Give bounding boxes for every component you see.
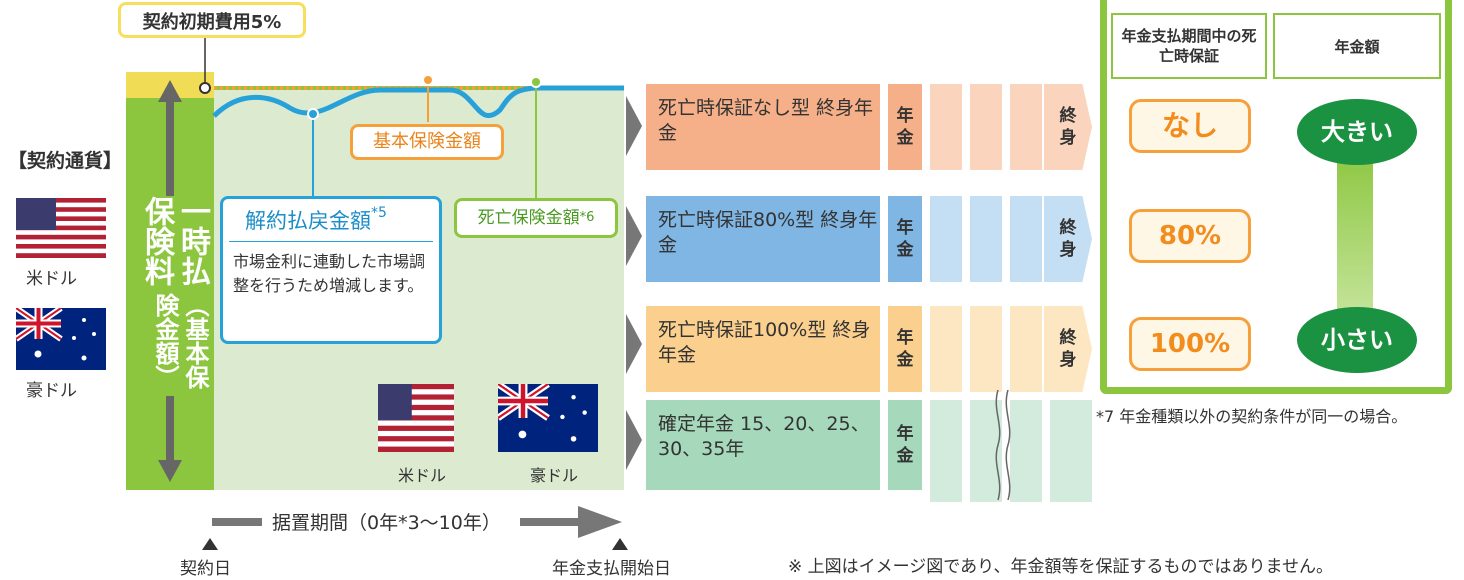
surrender-box: 解約払戻金額*5 市場金利に連動した市場調整を行うため増減します。 [220,196,442,344]
surrender-note: *5 [371,205,387,221]
lifetime-label: 終身 [1059,106,1077,148]
aud-label: 豪ドル [530,466,579,485]
payment-period-block [1010,84,1042,170]
au-flag-icon [16,308,106,370]
amount-large: 大きい [1297,99,1417,165]
payment-period-block [930,306,962,392]
guarantee-column-header: 年金支払期間中の死亡時保証 [1111,13,1267,79]
guarantee-80: 80% [1129,209,1251,263]
premium-sub-label: （基本保険金額） [151,292,209,389]
annuity-type-label: 死亡時保証なし型 終身年金 [646,84,880,170]
annuity-row: 死亡時保証なし型 終身年金年金 終身 [646,84,1092,170]
arrow-right-icon [578,506,622,538]
amount-small: 小さい [1297,307,1417,373]
payment-period-block [1010,400,1042,502]
value-curves [158,38,624,482]
annuity-payment-label: 年金 [896,106,914,148]
basic-amount-label: 基本保険金額 [350,124,504,160]
usd-label: 米ドル [26,269,77,289]
payment-period-block [970,306,1002,392]
break-mark-icon [995,390,1011,500]
chevron-right-icon [626,410,642,470]
lifetime-label: 終身 [1059,218,1077,260]
annuity-amount-header: 年金額 [1273,13,1441,79]
comparison-panel: 年金支払期間中の死亡時保証 年金額 なし 80% 100% 大きい 小さい [1100,0,1452,394]
payment-period-block [970,84,1002,170]
chevron-right-icon [626,314,642,374]
au-flag-icon [496,381,598,452]
initial-fee-label: 契約初期費用5% [118,2,306,38]
guarantee-100: 100% [1129,317,1251,371]
annuity-payment-label: 年金 [896,218,914,260]
annuity-type-label: 死亡時保証100%型 終身年金 [646,306,880,392]
triangle-up-icon [202,538,218,550]
triangle-up-icon [612,538,628,550]
chevron-right-icon [626,96,642,156]
us-flag-icon [16,198,106,258]
currency-header: 【契約通貨】 [8,150,123,172]
annuity-type-label: 死亡時保証80%型 終身年金 [646,196,880,282]
premium-label: 一時払保険料 [139,196,210,286]
annuity-type-label: 確定年金 15、20、25、30、35年 [646,400,880,490]
deferral-label: 据置期間（0年*3〜10年） [272,512,501,534]
chevron-right-icon [626,206,642,266]
disclaimer: ※ 上図はイメージ図であり、年金額等を保証するものではありません。 [788,557,1333,577]
contract-day-label: 契約日 [180,559,231,579]
footnote-7: *7 年金種類以外の契約条件が同一の場合。 [1096,407,1408,426]
usd-label: 米ドル [398,466,447,485]
annuity-row: 死亡時保証80%型 終身年金年金 終身 [646,196,1092,282]
us-flag-icon [378,384,454,452]
payment-period-block [930,400,962,502]
annuity-payment-label: 年金 [896,424,914,466]
surrender-desc: 市場金利に連動した市場調整を行うため増減します。 [233,252,426,295]
payout-start-label: 年金支払開始日 [552,559,671,579]
amount-gradient-bar [1337,147,1373,327]
annuity-payment-label: 年金 [896,328,914,370]
surrender-label: 解約払戻金額 [245,209,371,233]
aud-label: 豪ドル [26,381,77,401]
payment-period-block [1010,196,1042,282]
payment-period-block [930,196,962,282]
payment-period-block [970,196,1002,282]
payment-period-block [1010,306,1042,392]
guarantee-none: なし [1129,99,1251,153]
annuity-row: 確定年金 15、20、25、30、35年年金 [646,400,1092,502]
lifetime-label: 終身 [1059,328,1077,370]
payment-period-block [930,84,962,170]
death-benefit-label: 死亡保険金額*6 [454,198,618,238]
annuity-row: 死亡時保証100%型 終身年金年金 終身 [646,306,1092,392]
payment-period-block [1050,400,1092,502]
